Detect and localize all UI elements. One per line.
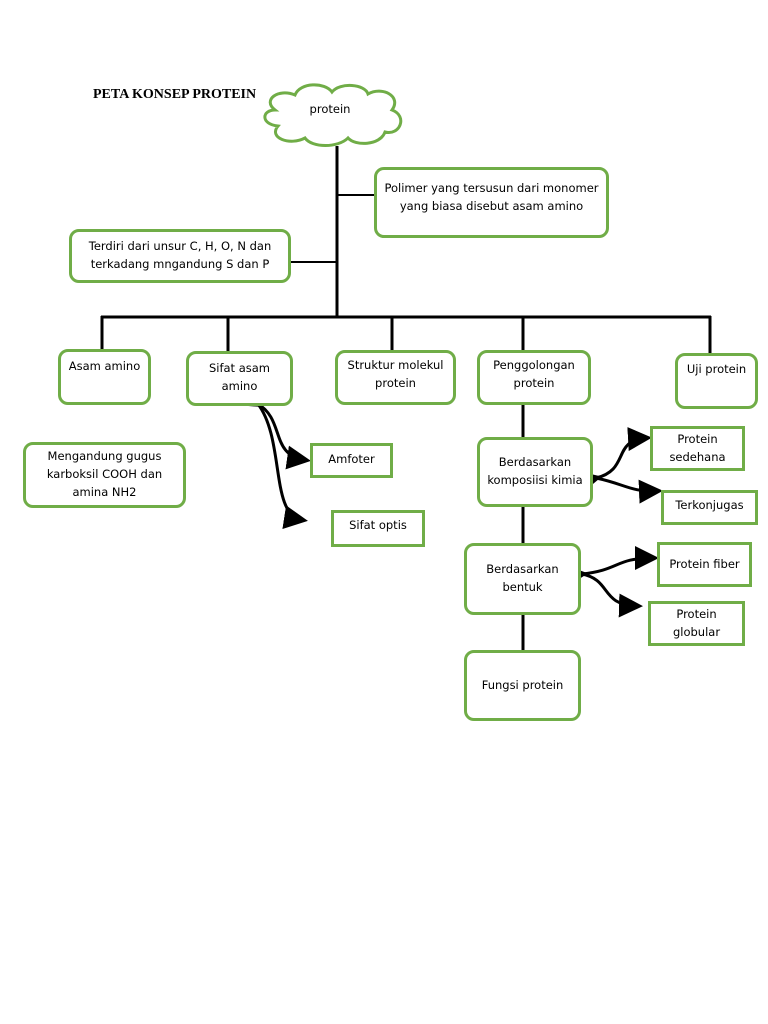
- node-asam-amino: Asam amino: [58, 349, 151, 405]
- node-komposisi-kimia: Berdasarkan komposiisi kimia: [477, 437, 593, 507]
- definition-unsur: Terdiri dari unsur C, H, O, N dan terkad…: [69, 229, 291, 283]
- node-penggolongan: Penggolongan protein: [477, 350, 591, 405]
- node-amfoter: Amfoter: [310, 443, 393, 478]
- node-protein-globular: Protein globular: [648, 601, 745, 646]
- page-title: PETA KONSEP PROTEIN: [93, 87, 257, 102]
- node-terkonjugas: Terkonjugas: [661, 490, 758, 525]
- node-protein-fiber: Protein fiber: [657, 542, 752, 587]
- node-struktur: Struktur molekul protein: [335, 350, 456, 405]
- node-asam-amino-detail: Mengandung gugus karboksil COOH dan amin…: [23, 442, 186, 508]
- node-fungsi: Fungsi protein: [464, 650, 581, 721]
- root-node-protein: protein: [309, 102, 351, 116]
- node-protein-sedehana: Protein sedehana: [650, 426, 745, 471]
- cloud-shape: [263, 83, 403, 147]
- node-bentuk: Berdasarkan bentuk: [464, 543, 581, 615]
- definition-polimer: Polimer yang tersusun dari monomer yang …: [374, 167, 609, 238]
- node-sifat-asam-amino: Sifat asam amino: [186, 351, 293, 406]
- node-uji-protein: Uji protein: [675, 353, 758, 409]
- node-sifat-optis: Sifat optis: [331, 510, 425, 547]
